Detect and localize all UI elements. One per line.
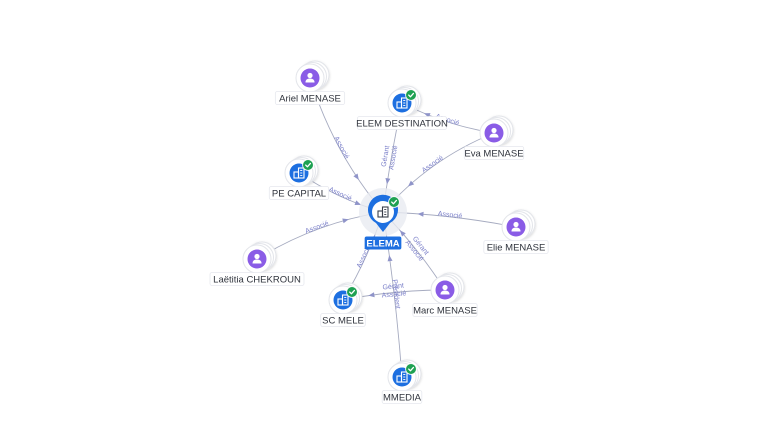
- edge-arrow-icon: [399, 230, 406, 237]
- building-icon: [396, 371, 408, 383]
- nodes-layer: Ariel MENASE ELEM DESTINATION Eva MENASE PE…: [209, 60, 549, 404]
- person-icon: [252, 253, 262, 264]
- node-eva[interactable]: Eva MENASE: [463, 115, 525, 160]
- edge-label: Associé: [332, 135, 350, 160]
- node-label: ELEM DESTINATION: [356, 119, 448, 130]
- node-label: Eva MENASE: [464, 149, 523, 160]
- edge-arrow-icon: [342, 218, 349, 224]
- verified-check-icon: [302, 159, 314, 171]
- node-label: PE CAPITAL: [272, 189, 326, 200]
- edge-arrow-icon: [353, 173, 359, 180]
- node-label-bg: [381, 390, 423, 404]
- node-ariel[interactable]: Ariel MENASE: [274, 60, 346, 105]
- node-label-bg: [274, 91, 346, 105]
- edge-label: Président: [390, 279, 400, 309]
- building-icon: [377, 206, 389, 218]
- node-label-bg: [357, 116, 447, 130]
- edge-arrow-icon: [387, 255, 393, 262]
- person-icon: [440, 284, 450, 295]
- node-label: Ariel MENASE: [279, 94, 341, 105]
- building-icon: [293, 167, 305, 179]
- node-label-bg: [412, 303, 478, 317]
- node-label: SC MELE: [322, 316, 364, 327]
- node-elie[interactable]: Elie MENASE: [483, 209, 549, 254]
- verified-check-icon: [405, 89, 417, 101]
- node-label-bg: [463, 146, 525, 160]
- edge-label: Associé: [437, 211, 462, 221]
- center-label: ELEMA: [366, 239, 399, 250]
- edge-arrow-icon: [385, 177, 391, 185]
- node-pecapital[interactable]: PE CAPITAL: [268, 155, 330, 200]
- node-label: Marc MENASE: [413, 306, 477, 317]
- verified-check-icon: [388, 196, 400, 208]
- node-label-bg: [268, 186, 330, 200]
- person-icon: [305, 72, 315, 83]
- node-label: Elie MENASE: [487, 243, 546, 254]
- edge-arrow-icon: [368, 292, 375, 298]
- edge-label: Associé: [421, 155, 445, 175]
- node-marc[interactable]: Marc MENASE: [412, 272, 478, 317]
- edge-arrow-icon: [417, 211, 424, 217]
- edge-label: Associé: [388, 145, 399, 170]
- verified-check-icon: [346, 286, 358, 298]
- edge-label: Gérant: [381, 145, 392, 167]
- edge-label: Associé: [327, 186, 352, 203]
- person-icon: [511, 221, 521, 232]
- node-label-bg: [209, 272, 305, 286]
- center-label-bg: [364, 236, 402, 250]
- node-label: MMEDIA: [383, 393, 422, 404]
- node-label-bg: [483, 240, 549, 254]
- node-laetitia[interactable]: Laëtitia CHEKROUN: [209, 241, 305, 286]
- node-label-bg: [320, 313, 366, 327]
- node-label: Laëtitia CHEKROUN: [213, 275, 301, 286]
- edge-arrow-icon: [408, 180, 415, 187]
- node-elemdest[interactable]: ELEM DESTINATION: [356, 85, 448, 130]
- building-icon: [337, 294, 349, 306]
- edge-arrow-icon: [354, 200, 362, 206]
- node-scmele[interactable]: SC MELE: [320, 282, 366, 327]
- edge-label: Associé: [304, 220, 330, 235]
- building-icon: [396, 97, 408, 109]
- person-icon: [489, 127, 499, 138]
- node-mmedia[interactable]: MMEDIA: [381, 359, 423, 404]
- center-node[interactable]: ELEMA: [359, 188, 407, 250]
- verified-check-icon: [405, 363, 417, 375]
